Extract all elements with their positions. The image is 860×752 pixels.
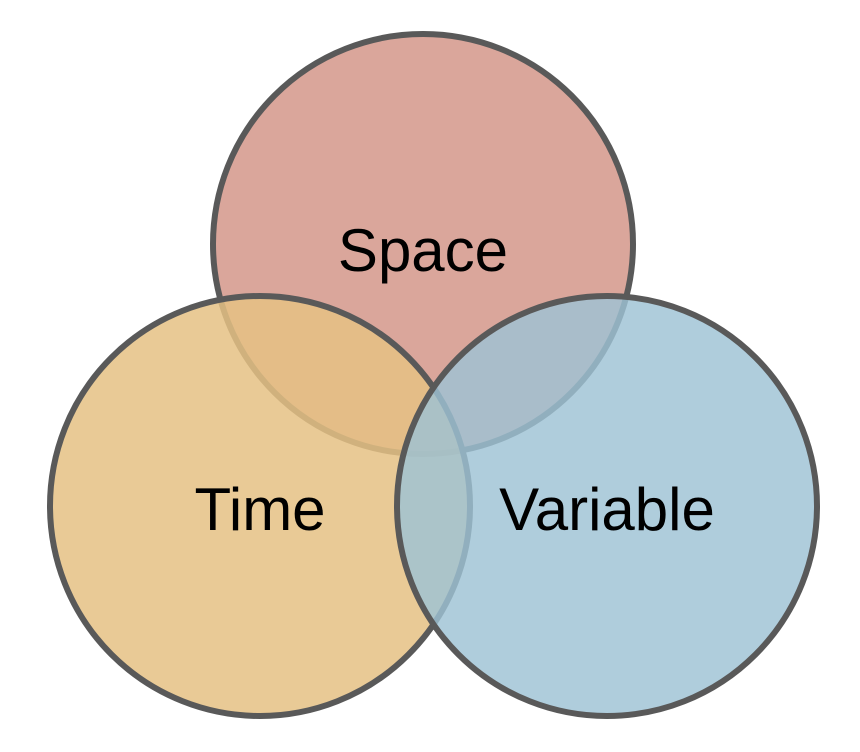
label-time: Time [194, 476, 325, 543]
label-variable: Variable [499, 476, 715, 543]
circle-variable [394, 293, 820, 719]
label-space: Space [338, 217, 508, 284]
circle-variable-shape [394, 293, 820, 719]
